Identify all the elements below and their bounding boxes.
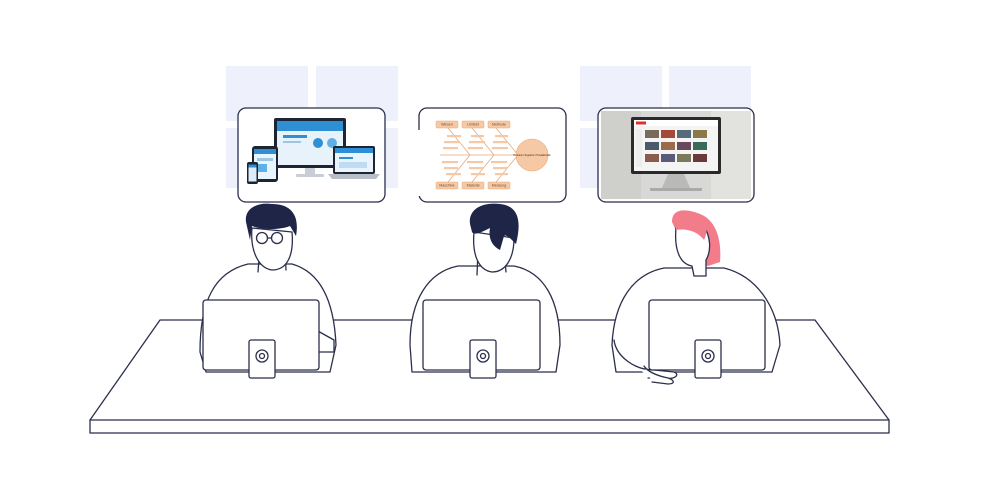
fishbone-label-top-1: Wissen bbox=[441, 123, 453, 127]
monitor-right bbox=[648, 299, 766, 379]
imac-video-screen-image bbox=[601, 111, 751, 199]
glasses-icon bbox=[255, 231, 284, 245]
fishbone-effect-label: Problem / Ergebnis / Produktivität bbox=[514, 154, 551, 157]
monitor-left bbox=[202, 299, 320, 379]
fishbone-label-bottom-1: Maschine bbox=[439, 184, 454, 188]
panel-fishbone: Wissen Umfeld Methode Maschine Material … bbox=[417, 107, 567, 203]
fishbone-label-top-2: Umfeld bbox=[467, 123, 478, 127]
fishbone-label-bottom-3: Messung bbox=[492, 184, 507, 188]
fishbone-label-bottom-2: Material bbox=[467, 184, 480, 188]
monitor-center bbox=[422, 299, 541, 379]
responsive-devices-image bbox=[247, 118, 380, 184]
panel-video-screen bbox=[597, 107, 755, 203]
person-dark-hair bbox=[409, 203, 561, 379]
person-pink-hair bbox=[611, 210, 781, 385]
fishbone-ribs bbox=[442, 135, 508, 176]
panel-responsive-design bbox=[237, 107, 386, 203]
person-with-glasses bbox=[199, 203, 337, 379]
fishbone-label-top-3: Methode bbox=[492, 123, 506, 127]
fishbone-diagram-image: Wissen Umfeld Methode Maschine Material … bbox=[435, 120, 551, 190]
